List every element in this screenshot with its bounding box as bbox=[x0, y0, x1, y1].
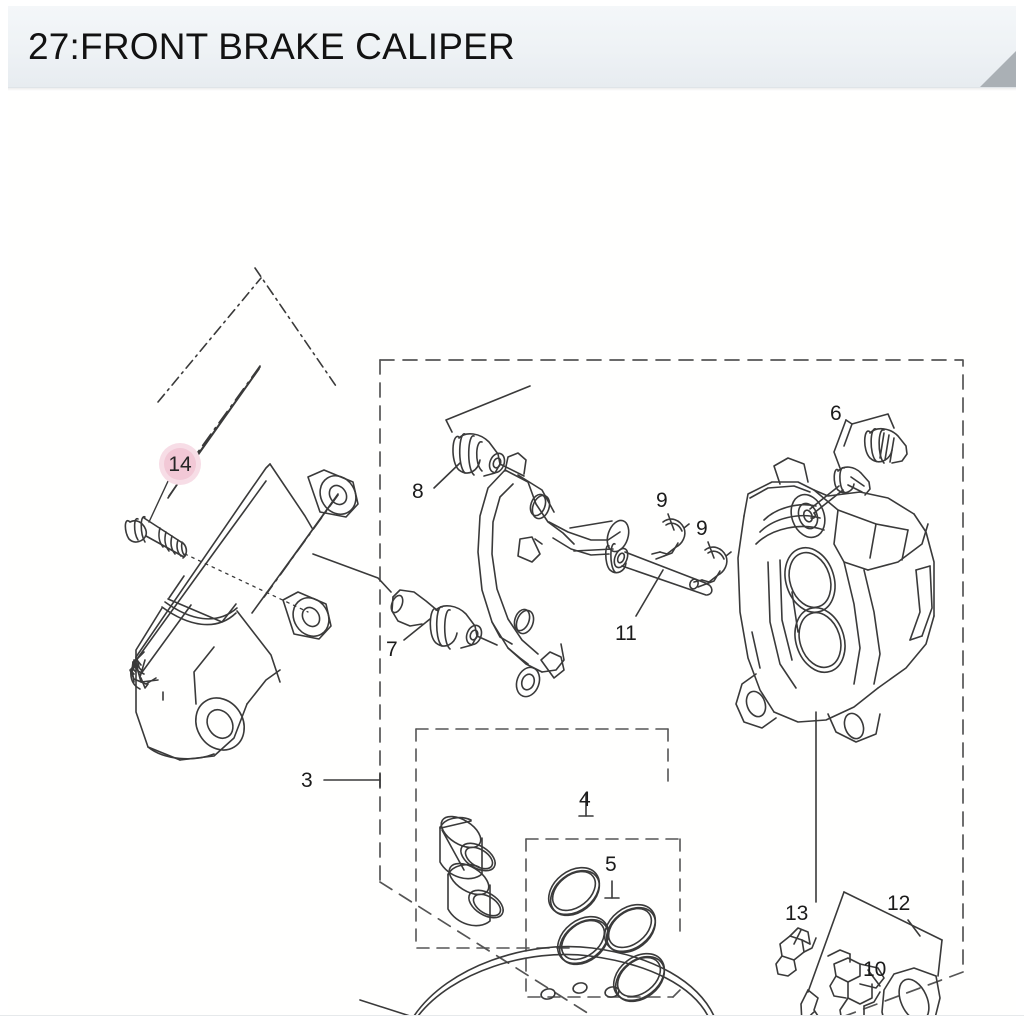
pad-spring-10 bbox=[827, 949, 885, 1016]
diagram-canvas[interactable]: 1 3 4 5 6 7 8 9 9 10 11 12 13 14 bbox=[8, 92, 1016, 1016]
kit-boundary-4 bbox=[415, 728, 669, 949]
callout-label-13[interactable]: 13 bbox=[785, 902, 809, 925]
diagram-linework bbox=[124, 267, 964, 1016]
kit-boundary-3 bbox=[379, 359, 964, 1016]
callout-label-5[interactable]: 5 bbox=[605, 853, 617, 876]
callout-label-6[interactable]: 6 bbox=[830, 402, 842, 425]
caliper-bracket bbox=[477, 452, 630, 698]
callout-label-9a[interactable]: 9 bbox=[656, 489, 668, 512]
callout-label-11[interactable]: 11 bbox=[615, 622, 637, 645]
brake-pad-left bbox=[800, 989, 819, 1016]
seal-rings-5 bbox=[547, 866, 666, 1003]
callout-label-7[interactable]: 7 bbox=[386, 638, 398, 661]
slide-pin-7 bbox=[312, 553, 498, 650]
bottom-divider bbox=[0, 1015, 1024, 1016]
leader-3 bbox=[323, 772, 381, 788]
leader-4 bbox=[578, 793, 594, 817]
callout-label-14-highlighted[interactable]: 14 bbox=[159, 443, 201, 485]
callout-label-14: 14 bbox=[168, 452, 192, 476]
callout-label-10[interactable]: 10 bbox=[863, 958, 887, 981]
pad-pin-11 bbox=[604, 543, 713, 617]
callout-label-12[interactable]: 12 bbox=[887, 892, 911, 915]
cotter-pin-9a bbox=[651, 513, 690, 560]
page-fold-corner-icon bbox=[980, 51, 1016, 87]
pad-retaining-clip-13 bbox=[775, 927, 817, 977]
brake-disc-1 bbox=[359, 945, 715, 1016]
page-header: 27:FRONT BRAKE CALIPER bbox=[8, 6, 1024, 91]
slide-pin-boot-8 bbox=[433, 385, 531, 489]
bleed-screw-6 bbox=[809, 413, 908, 519]
kit-boundary-5 bbox=[525, 838, 681, 998]
brake-pad-right bbox=[881, 967, 941, 1016]
callout-label-4[interactable]: 4 bbox=[579, 788, 591, 811]
header-shadow bbox=[8, 88, 1016, 91]
cotter-pin-9b bbox=[693, 541, 732, 588]
callout-highlight-inner: 14 bbox=[164, 448, 196, 480]
header-bar: 27:FRONT BRAKE CALIPER bbox=[8, 6, 1016, 88]
caliper-body bbox=[735, 457, 935, 743]
callout-label-3[interactable]: 3 bbox=[301, 769, 313, 792]
caliper-pistons-4 bbox=[439, 815, 504, 927]
leader-5 bbox=[604, 880, 620, 899]
brake-pad-kit-12 bbox=[807, 891, 943, 993]
callout-label-9b[interactable]: 9 bbox=[696, 517, 708, 540]
page-title: 27:FRONT BRAKE CALIPER bbox=[28, 25, 515, 67]
callout-label-8[interactable]: 8 bbox=[412, 480, 424, 503]
fork-leg-body bbox=[135, 365, 359, 761]
